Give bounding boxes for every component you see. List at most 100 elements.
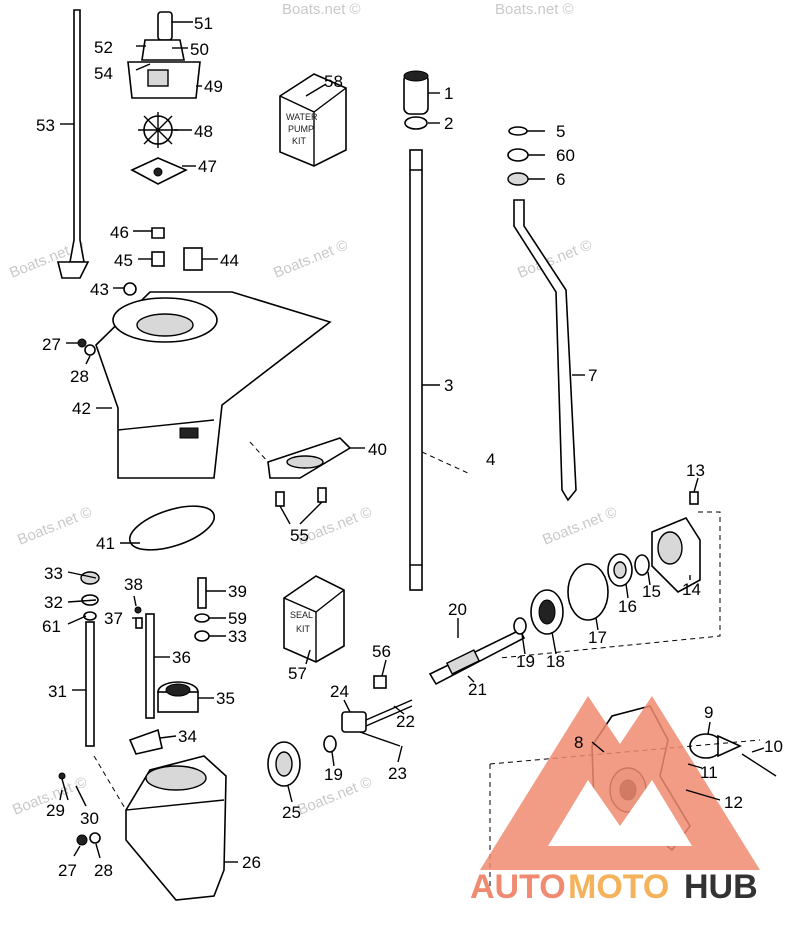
callout-40: 40 (368, 440, 387, 459)
callout-27: 27 (42, 335, 61, 354)
part-pinion-gear (157, 681, 199, 713)
callout-9: 9 (704, 703, 713, 722)
part-reverse-gear (530, 589, 564, 635)
part-forward-gear (267, 741, 301, 787)
part-washer (513, 617, 527, 635)
callout-45: 45 (114, 251, 133, 270)
callout-44: 44 (220, 251, 239, 270)
leader-dash (93, 755, 127, 811)
brand-text: MOTO (568, 868, 669, 906)
callout-7: 7 (588, 366, 597, 385)
callout-41: 41 (96, 534, 115, 553)
callout-1: 1 (444, 84, 453, 103)
callout-19b: 19 (324, 765, 343, 784)
kit-label: WATER (286, 112, 318, 122)
watermark-text: Boats.net © (282, 1, 361, 18)
leader-dash (499, 511, 721, 659)
watermark-text: Boats.net © (495, 1, 574, 18)
part-shift-shaft (507, 126, 577, 502)
callout-56: 56 (372, 642, 391, 661)
callout-46: 46 (110, 223, 129, 242)
part-stud (80, 571, 100, 747)
callout-33: 33 (44, 564, 63, 583)
callout-32: 32 (44, 593, 63, 612)
watermark-text: Boats.net © (540, 503, 619, 548)
water-pump-kit-box: WATER PUMP KIT (279, 73, 347, 167)
part-gearcase (125, 755, 227, 901)
leader-dash (249, 441, 269, 463)
leader-dash (421, 451, 471, 475)
part-water-pump (123, 11, 203, 296)
callout-11: 11 (700, 763, 718, 782)
part-shift-rod (56, 9, 90, 279)
callout-20: 20 (448, 600, 467, 619)
part-gasket (128, 505, 216, 551)
callout-10: 10 (764, 737, 783, 756)
callout-2: 2 (444, 114, 453, 133)
callout-23: 23 (388, 764, 407, 783)
callout-15: 15 (642, 582, 661, 601)
part-anode-plate (267, 437, 352, 507)
callout-5: 5 (556, 122, 565, 141)
callout-49: 49 (204, 77, 223, 96)
callout-55: 55 (290, 526, 309, 545)
kit-label: PUMP (288, 124, 314, 134)
callout-42: 42 (72, 399, 91, 418)
callout-47: 47 (198, 157, 217, 176)
callout-6: 6 (556, 170, 565, 189)
callout-31: 31 (48, 682, 67, 701)
watermark-text: Boats.net © (271, 236, 350, 281)
part-lower-shift-rod (134, 606, 155, 719)
part-driveshaft (403, 70, 429, 591)
callout-35: 35 (216, 689, 235, 708)
callout-28: 28 (70, 367, 89, 386)
callout-33b: 33 (228, 627, 247, 646)
brand-text: HUB (684, 868, 758, 906)
part-bearing (607, 553, 650, 587)
callout-19: 19 (516, 652, 535, 671)
callout-13: 13 (686, 461, 705, 480)
callout-27b: 27 (58, 861, 77, 880)
callout-14: 14 (682, 580, 701, 599)
callout-59: 59 (228, 609, 247, 628)
callout-25: 25 (282, 803, 301, 822)
callout-21: 21 (468, 680, 487, 699)
callout-28b: 28 (94, 861, 113, 880)
callout-labels: 51 52 50 54 49 53 48 47 46 45 44 43 27 2… (36, 14, 783, 880)
automotohub-logo: AUTO MOTO HUB (470, 696, 760, 906)
callout-37: 37 (104, 609, 123, 628)
part-washer (323, 735, 337, 753)
part-fasteners (58, 338, 101, 846)
callout-51: 51 (194, 14, 213, 33)
callout-3: 3 (444, 376, 453, 395)
callout-54: 54 (94, 64, 113, 83)
callout-36: 36 (172, 648, 191, 667)
callout-30: 30 (80, 809, 99, 828)
kit-label: SEAL (290, 610, 313, 620)
callout-57: 57 (288, 664, 307, 683)
callout-12: 12 (724, 793, 743, 812)
callout-29: 29 (46, 801, 65, 820)
callout-50: 50 (190, 40, 209, 59)
watermark-text: Boats.net © (15, 503, 94, 548)
callout-38: 38 (124, 575, 143, 594)
callout-52: 52 (94, 38, 113, 57)
callout-39: 39 (228, 582, 247, 601)
callout-53: 53 (36, 116, 55, 135)
part-driveshaft-housing (95, 291, 332, 479)
callout-18: 18 (546, 652, 565, 671)
part-clutch (341, 675, 413, 747)
callout-24: 24 (330, 682, 349, 701)
callout-16: 16 (618, 597, 637, 616)
part-tube-small (194, 577, 210, 642)
callout-8: 8 (574, 733, 583, 752)
callout-34: 34 (178, 727, 197, 746)
callout-60: 60 (556, 146, 575, 165)
callout-22: 22 (396, 712, 415, 731)
brand-text: AUTO (470, 868, 566, 906)
leader-lines (59, 21, 765, 863)
seal-kit-box: SEAL KIT (283, 575, 345, 663)
callout-43: 43 (90, 280, 109, 299)
callout-48: 48 (194, 122, 213, 141)
